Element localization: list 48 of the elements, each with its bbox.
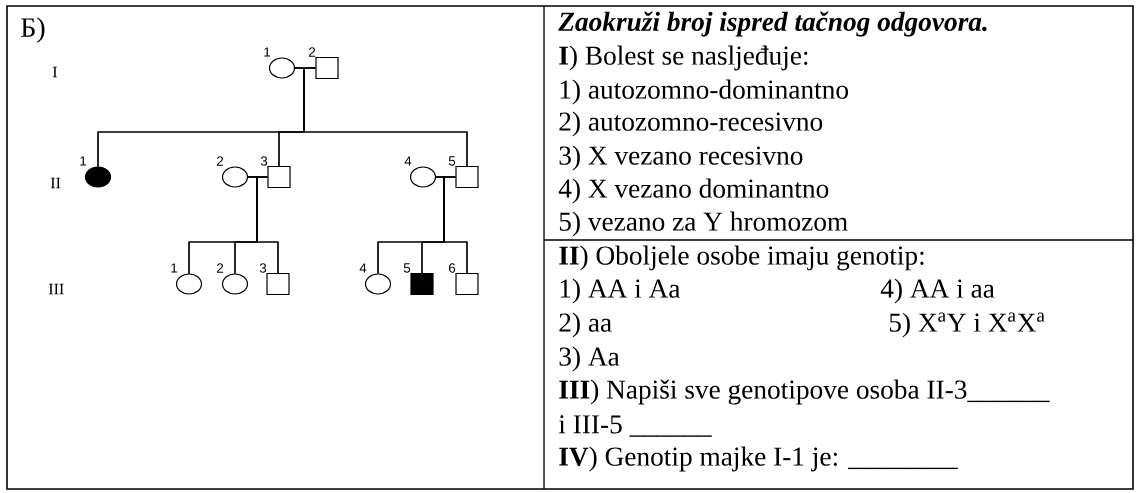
person-number: 5 <box>448 156 456 166</box>
question-text: I) Bolest se nasljeđuje: <box>559 45 808 71</box>
question-text: 2) aa <box>559 312 612 338</box>
question-text: III) Napiši sve genotipove osoba II-3______ <box>559 379 1050 405</box>
person-number: 4 <box>404 156 412 166</box>
female-symbol <box>175 273 203 295</box>
person-number: 3 <box>259 263 267 273</box>
female-symbol <box>221 273 249 295</box>
male-symbol <box>455 165 479 189</box>
male-symbol <box>315 56 339 80</box>
affected-female-symbol <box>84 166 112 188</box>
generation-numeral: I <box>52 66 58 78</box>
affected-male-symbol <box>410 272 434 296</box>
question-text: 1) autozomno-dominantno <box>560 79 848 105</box>
female-symbol <box>364 273 392 295</box>
person-number: 1 <box>171 263 178 273</box>
question-text: 5) X$^{a}$Y i X$^{a}$X$^{a}$ <box>889 312 1045 338</box>
instruction-heading: Zaokruži broj ispred tačnog odgovora. <box>558 11 987 37</box>
person-number: 3 <box>260 156 268 166</box>
person-number: 4 <box>359 263 367 273</box>
question-text: 3) Aa <box>559 346 620 372</box>
panel-letter: Б) <box>21 17 45 43</box>
question-text: 4) AA i aa <box>880 278 995 304</box>
generation-numeral: III <box>48 283 64 295</box>
question-text: i III-5 ______ <box>558 415 712 437</box>
person-number: 2 <box>308 47 316 57</box>
question-text: 2) autozomno-recesivno <box>559 111 823 137</box>
question-text: 3) X vezano recesivno <box>559 145 803 171</box>
male-symbol <box>267 165 291 189</box>
female-symbol <box>409 166 437 188</box>
female-symbol <box>221 166 249 188</box>
question-text: 4) X vezano dominantno <box>558 178 829 204</box>
male-symbol <box>455 272 479 296</box>
person-number: 1 <box>80 156 87 166</box>
person-number: 1 <box>264 47 271 57</box>
generation-numeral: II <box>50 177 61 189</box>
person-number: 5 <box>403 263 411 273</box>
person-number: 2 <box>216 156 224 166</box>
descent-line <box>443 176 468 274</box>
person-number: 2 <box>216 263 224 273</box>
person-number: 6 <box>448 263 456 273</box>
female-symbol <box>268 57 296 79</box>
question-text: II) Oboljele osobe imaju genotip: <box>559 245 924 271</box>
question-text: IV) Genotip majke I-1 je: ________ <box>559 446 958 472</box>
question-text: 1) AA i Aa <box>560 278 681 304</box>
question-text: 5) vezano za Y hromozom <box>559 211 848 237</box>
descent-line <box>256 176 279 274</box>
male-symbol <box>266 272 290 296</box>
